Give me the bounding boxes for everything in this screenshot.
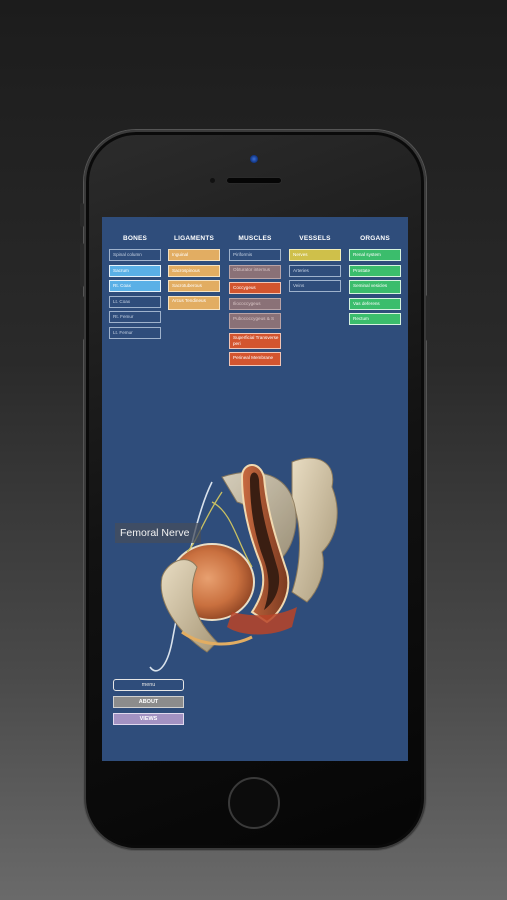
toggle-spinal-column[interactable]: Spinal column bbox=[109, 249, 161, 261]
toggle-lt-femur[interactable]: Lt. Femur bbox=[109, 326, 161, 339]
column-muscles: MUSCLES Piriformis Obturator internus Co… bbox=[229, 235, 281, 370]
proximity-sensor bbox=[210, 178, 215, 183]
pelvis-3d-model[interactable] bbox=[142, 442, 402, 702]
toggle-arcus-tendineus[interactable]: Arcus Tendineus bbox=[168, 295, 220, 310]
column-header: VESSELS bbox=[299, 235, 331, 242]
toggle-rt-femur[interactable]: Rt. Femur bbox=[109, 311, 161, 323]
toggle-renal-system[interactable]: Renal system bbox=[349, 249, 401, 261]
column-vessels: VESSELS Nerves Arteries Veins bbox=[289, 235, 341, 296]
toggle-coccygeus[interactable]: Coccygeus bbox=[229, 282, 281, 294]
mute-switch bbox=[80, 203, 84, 227]
toggle-pubococcygeus[interactable]: Pubococcygeus & S bbox=[229, 313, 281, 329]
toggle-superficial-transverse[interactable]: Superficial Transverse peri bbox=[229, 332, 281, 349]
column-header: LIGAMENTS bbox=[173, 235, 215, 242]
volume-down-button bbox=[80, 296, 84, 340]
volume-up-button bbox=[80, 243, 84, 287]
earpiece-speaker bbox=[226, 177, 282, 184]
about-button[interactable]: ABOUT bbox=[113, 696, 184, 708]
toggle-perineal-membrane[interactable]: Perineal Membrane bbox=[229, 352, 281, 366]
power-button bbox=[426, 295, 430, 341]
column-bones: BONES Spinal column Sacrum Rt. Coax Lt. … bbox=[109, 235, 161, 342]
toggle-obturator-internus[interactable]: Obturator internus bbox=[229, 264, 281, 279]
femoral-nerve-label: Femoral Nerve bbox=[115, 523, 201, 543]
toggle-vas-deferens[interactable]: Vas deferens bbox=[349, 297, 401, 310]
home-button[interactable] bbox=[228, 777, 280, 829]
toggle-rt-coax[interactable]: Rt. Coax bbox=[109, 280, 161, 292]
toggle-lt-coax[interactable]: Lt. Coax bbox=[109, 295, 161, 308]
toggle-piriformis[interactable]: Piriformis bbox=[229, 249, 281, 261]
column-header: BONES bbox=[122, 235, 148, 242]
rectum-lumen bbox=[250, 472, 280, 610]
front-camera bbox=[250, 155, 258, 163]
toggle-arteries[interactable]: Arteries bbox=[289, 264, 341, 277]
toggle-iliococcygeus[interactable]: Iliococcygeus bbox=[229, 297, 281, 310]
toggle-seminal-vesicles[interactable]: Seminal vesicles bbox=[349, 280, 401, 294]
ligament-band bbox=[181, 630, 253, 646]
toggle-sacrum[interactable]: Sacrum bbox=[109, 264, 161, 277]
toggle-rectum[interactable]: Rectum bbox=[349, 313, 401, 325]
app-screen: BONES Spinal column Sacrum Rt. Coax Lt. … bbox=[102, 217, 408, 761]
views-button[interactable]: VIEWS bbox=[113, 713, 184, 725]
menu-button[interactable]: menu bbox=[113, 679, 184, 691]
pubic-bone bbox=[160, 559, 218, 653]
column-header: ORGANS bbox=[360, 235, 390, 242]
column-header: MUSCLES bbox=[238, 235, 272, 242]
toggle-sacrospinous[interactable]: Sacrospinous bbox=[168, 264, 220, 277]
toggle-nerves[interactable]: Nerves bbox=[289, 249, 341, 261]
toggle-veins[interactable]: Veins bbox=[289, 280, 341, 292]
column-organs: ORGANS Renal system Prostate Seminal ves… bbox=[349, 235, 401, 329]
sacrum-bone bbox=[291, 457, 338, 603]
pelvic-floor-muscle bbox=[227, 607, 297, 635]
column-ligaments: LIGAMENTS Inguinal Sacrospinous Sacrotub… bbox=[168, 235, 220, 313]
toggle-sacrotuberous[interactable]: Sacrotuberous bbox=[168, 280, 220, 292]
toggle-prostate[interactable]: Prostate bbox=[349, 264, 401, 277]
toggle-inguinal[interactable]: Inguinal bbox=[168, 249, 220, 261]
